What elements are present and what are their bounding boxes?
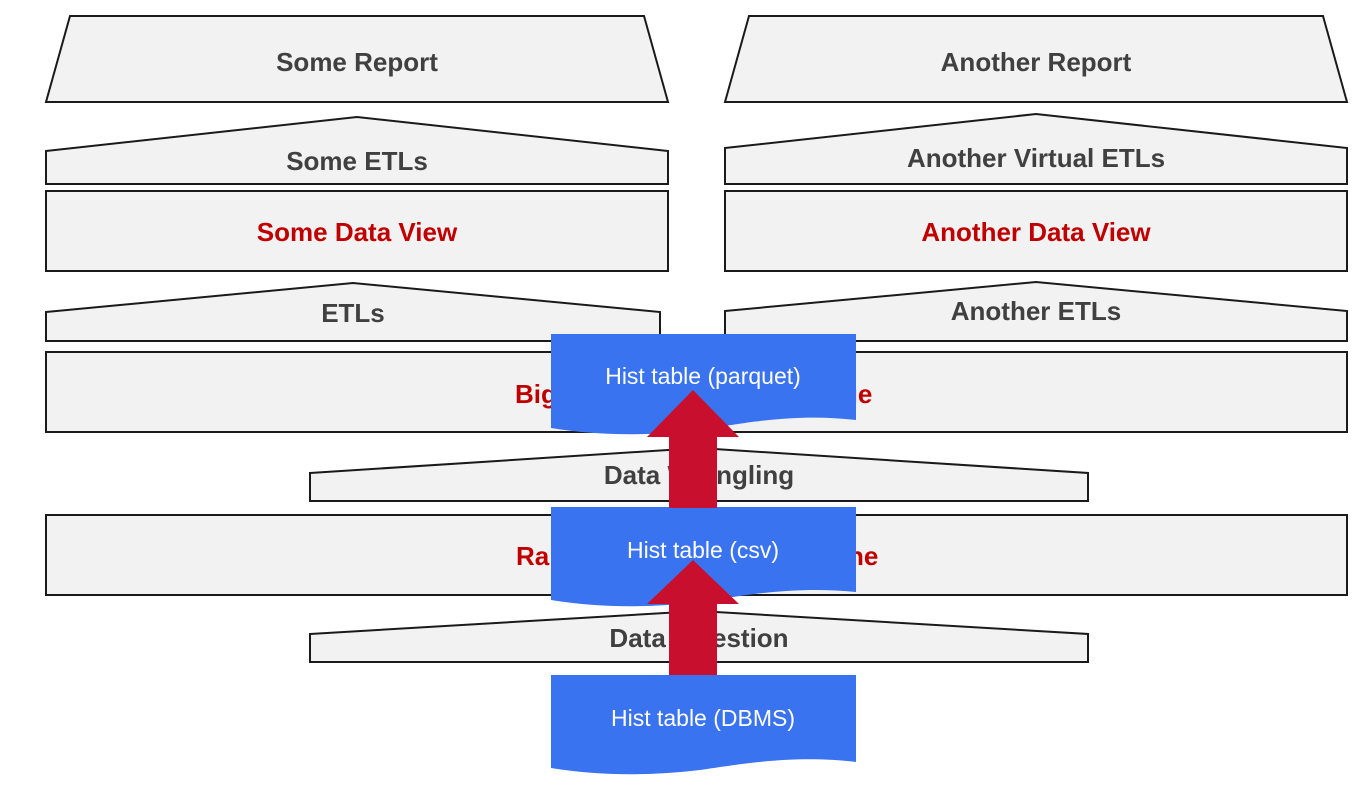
hist-table-csv-label: Hist table (csv)	[627, 537, 779, 563]
lower-etl-right-label: Another ETLs	[951, 296, 1121, 326]
lower-etl-left: ETLs	[45, 281, 661, 342]
upper-etl-left: Some ETLs	[45, 115, 669, 185]
arrow-dbms-to-csv	[647, 560, 739, 676]
raw-storage-label-left: Ra	[516, 541, 550, 571]
data-view-left: Some Data View	[45, 190, 669, 272]
report-right-label: Another Report	[941, 47, 1132, 77]
hist-table-parquet-label: Hist table (parquet)	[605, 363, 801, 389]
lower-etl-left-label: ETLs	[321, 298, 385, 328]
upper-etl-right-label: Another Virtual ETLs	[907, 143, 1165, 173]
data-view-right: Another Data View	[724, 190, 1348, 272]
data-view-left-label: Some Data View	[257, 217, 458, 247]
arrow-csv-to-parquet	[647, 390, 739, 508]
lower-etl-right: Another ETLs	[724, 280, 1348, 342]
hist-table-csv-doc: Hist table (csv)	[551, 507, 856, 607]
report-right: Another Report	[723, 15, 1349, 103]
hist-table-parquet-doc: Hist table (parquet)	[551, 334, 856, 435]
big-storage-label-left: Big	[515, 379, 557, 409]
hist-table-dbms-doc: Hist table (DBMS)	[551, 675, 856, 775]
report-left-label: Some Report	[276, 47, 438, 77]
upper-etl-left-label: Some ETLs	[286, 146, 428, 176]
hist-table-dbms-label: Hist table (DBMS)	[611, 705, 795, 731]
data-view-right-label: Another Data View	[921, 217, 1151, 247]
report-left: Some Report	[44, 15, 670, 103]
upper-etl-right: Another Virtual ETLs	[724, 112, 1348, 185]
